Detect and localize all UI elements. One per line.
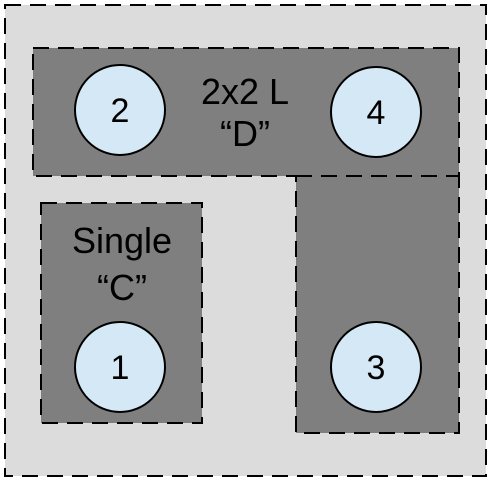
slot-4-circle — [330, 66, 422, 158]
slot-1-circle — [74, 321, 166, 413]
slot-3-circle — [330, 321, 422, 413]
zone-c-label-line2: “C” — [97, 267, 147, 308]
slot-4: 4 — [330, 66, 422, 158]
zone-d-label-line1: 2x2 L — [201, 71, 289, 112]
zone-c-label-line1: Single — [72, 220, 172, 261]
slot-1-number: 1 — [111, 349, 130, 387]
slot-2: 2 — [74, 64, 166, 156]
slot-3-number: 3 — [367, 349, 386, 387]
zone-d-label-line2: “D” — [220, 113, 270, 154]
slot-2-circle — [74, 64, 166, 156]
slot-3: 3 — [330, 321, 422, 413]
slot-4-number: 4 — [367, 94, 386, 132]
slot-1: 1 — [74, 321, 166, 413]
slot-2-number: 2 — [111, 92, 130, 130]
